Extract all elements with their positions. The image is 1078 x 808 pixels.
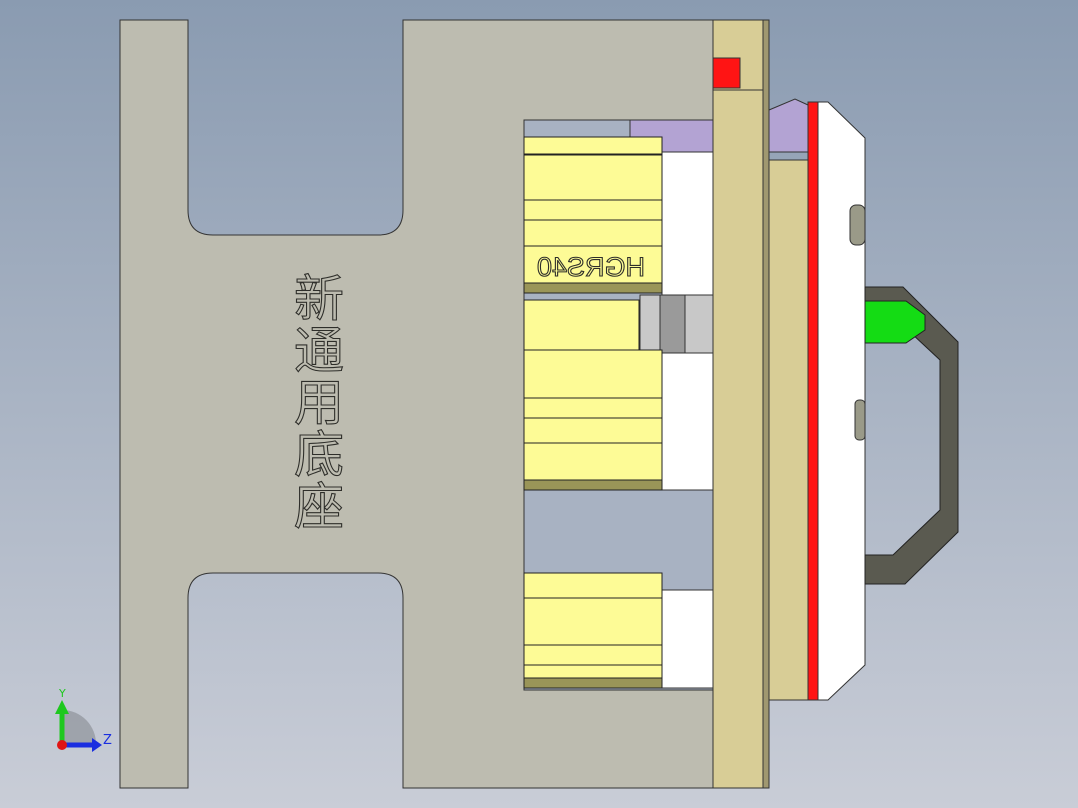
bolt-icon <box>854 399 866 441</box>
rail-label: HGRS40 <box>537 252 645 282</box>
white-plate <box>817 101 866 701</box>
roller-cylinder <box>659 294 686 354</box>
z-axis-label: Z <box>103 733 112 748</box>
purple-wedge <box>768 98 809 153</box>
red-marker <box>712 57 741 89</box>
carriage-lower <box>661 589 715 689</box>
second-plate <box>768 159 809 701</box>
y-axis-label: Y <box>58 687 66 700</box>
linear-rail <box>523 136 663 689</box>
red-strip <box>807 101 819 701</box>
tan-plate-edge <box>762 19 770 789</box>
svg-text:新通用底座: 新通用底座 <box>286 272 344 532</box>
axis-triad: Y Z <box>55 687 112 752</box>
tan-plate <box>712 19 764 789</box>
locating-pin <box>864 300 926 344</box>
engraved-text: 新通用底座 <box>285 271 344 532</box>
bolt-icon <box>849 204 866 246</box>
